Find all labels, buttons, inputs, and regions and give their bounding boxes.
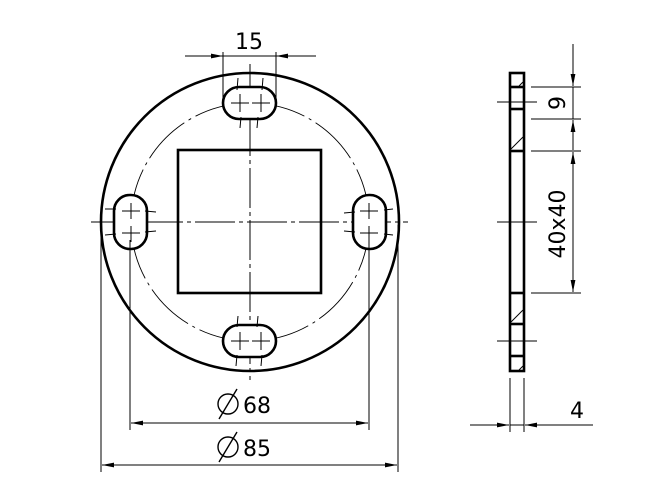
square-size-label: 40x40 [546, 189, 571, 258]
pitch-diameter-value: 68 [243, 394, 271, 419]
slot-crosses [104, 77, 394, 367]
slot-length-label: 9 [546, 96, 571, 110]
slot-width-label: 15 [235, 30, 263, 55]
outer-circle [99, 71, 401, 373]
dimension-slot-width [185, 52, 316, 100]
pitch-diameter-label: 68 [217, 388, 271, 420]
dimension-pitch-diameter [129, 240, 370, 430]
dimension-slot-length [531, 44, 581, 150]
dimension-thickness [470, 378, 593, 432]
outer-diameter-value: 85 [243, 437, 271, 462]
front-view: 15 68 85 [91, 30, 408, 472]
side-view: 9 40x40 4 [470, 44, 593, 432]
mounting-slots [112, 85, 388, 359]
outer-diameter-label: 85 [217, 431, 271, 463]
square-hole [176, 148, 323, 295]
thickness-label: 4 [570, 399, 584, 424]
slot-top [221, 85, 278, 121]
dimension-square-size [531, 150, 581, 294]
dimension-outer-diameter [100, 225, 399, 472]
slot-bottom [221, 323, 278, 359]
